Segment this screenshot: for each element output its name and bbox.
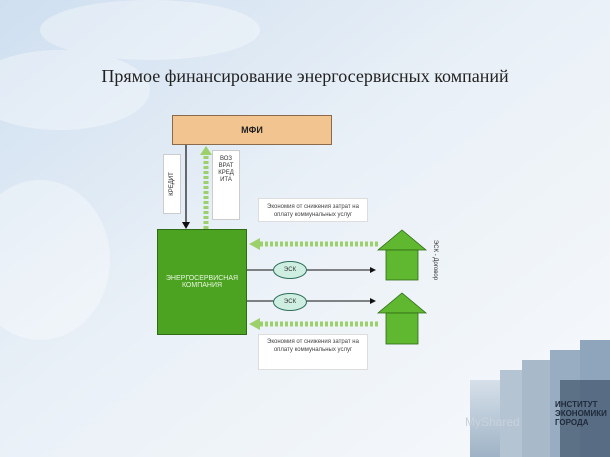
side-label-box: ЭСК - Договор <box>428 225 442 295</box>
mfi-label: МФИ <box>241 125 263 135</box>
savings-arrow-bottom <box>249 318 378 330</box>
institute-logo: ИНСТИТУТ ЭКОНОМИКИ ГОРОДА <box>555 400 607 427</box>
savings-note-bottom: Экономия от снижения затрат на оплату ко… <box>258 334 368 370</box>
savings-arrow-top <box>249 238 378 250</box>
side-label: ЭСК - Договор <box>432 239 439 281</box>
credit-label-box: КРЕДИТ <box>163 154 181 214</box>
return-label-line: ВРАТ <box>218 163 234 169</box>
esk-line-1 <box>247 267 376 273</box>
building-icon-top <box>376 229 428 281</box>
esk-label: ЭСК <box>283 299 297 305</box>
credit-label: КРЕДИТ <box>169 172 176 196</box>
institute-line: ИНСТИТУТ <box>555 400 598 409</box>
building-icon-bottom <box>376 292 428 345</box>
institute-line: ЭКОНОМИКИ <box>555 409 607 418</box>
esco-box: ЭНЕРГОСЕРВИСНАЯ КОМПАНИЯ <box>157 229 247 335</box>
savings-note-top: Экономия от снижения затрат на оплату ко… <box>258 198 368 222</box>
return-label-line: КРЕД <box>218 170 234 176</box>
esk-line-2 <box>247 298 376 304</box>
page-title: Прямое финансирование энергосервисных ко… <box>101 66 509 86</box>
esk-ellipse: ЭСК <box>273 293 307 311</box>
esco-label: ЭНЕРГОСЕРВИСНАЯ КОМПАНИЯ <box>165 275 239 289</box>
esk-ellipse: ЭСК <box>273 261 307 279</box>
return-label-line: ВОЗ <box>219 156 233 162</box>
institute-line: ГОРОДА <box>555 418 589 427</box>
esk-label: ЭСК <box>283 267 297 273</box>
return-label-line: ИТА <box>220 177 232 183</box>
mfi-box: МФИ <box>172 115 332 145</box>
city-skyline-image <box>470 340 610 457</box>
return-arrow <box>200 146 212 229</box>
watermark-logo: MyShared <box>465 415 520 429</box>
return-label-box: ВОЗ ВРАТ КРЕД ИТА <box>212 150 240 220</box>
